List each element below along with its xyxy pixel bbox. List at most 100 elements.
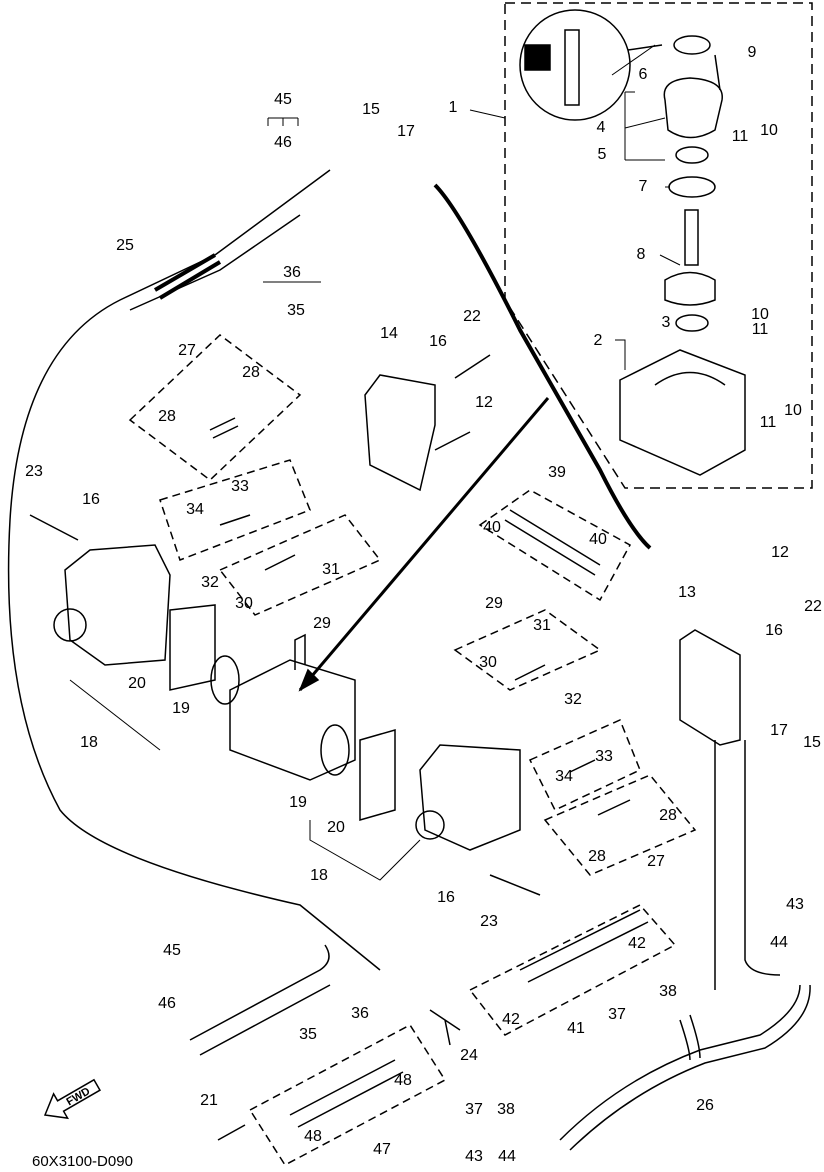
leader-lines xyxy=(69,44,681,881)
bolt-23-bottom xyxy=(489,874,541,896)
callout-12: 12 xyxy=(475,394,493,411)
callout-36: 36 xyxy=(283,264,301,281)
callout-18: 18 xyxy=(310,867,328,884)
valve-stem-center xyxy=(294,633,306,670)
callout-46: 46 xyxy=(274,134,292,151)
callout-28: 28 xyxy=(242,364,260,381)
callout-23: 23 xyxy=(480,913,498,930)
callout-3: 3 xyxy=(662,314,671,331)
fwd-arrow-icon: FWD xyxy=(43,1078,101,1120)
callout-29: 29 xyxy=(313,615,331,632)
fitting-31-bottom xyxy=(514,664,546,681)
tube-13-down xyxy=(714,740,781,990)
inset-dashed-box xyxy=(504,2,813,489)
callout-16: 16 xyxy=(82,491,100,508)
callout-12: 12 xyxy=(771,544,789,561)
hose-45-bottom xyxy=(189,944,331,1056)
callout-35: 35 xyxy=(299,1026,317,1043)
gasket-20-center xyxy=(359,729,396,821)
bracket-14 xyxy=(364,374,436,492)
callout-46: 46 xyxy=(158,995,176,1012)
callout-26: 26 xyxy=(696,1097,714,1114)
callout-28: 28 xyxy=(659,807,677,824)
callout-35: 35 xyxy=(287,302,305,319)
callout-36: 36 xyxy=(351,1005,369,1022)
callout-2: 2 xyxy=(594,332,603,349)
callout-45: 45 xyxy=(274,91,292,108)
callout-11: 11 xyxy=(760,414,777,431)
callout-33: 33 xyxy=(595,748,613,765)
callout-16: 16 xyxy=(765,622,783,639)
body-left xyxy=(64,544,171,666)
callout-10: 10 xyxy=(760,122,778,139)
bolt-23-top xyxy=(29,514,79,541)
callout-37: 37 xyxy=(465,1101,483,1118)
callout-9: 9 xyxy=(748,44,757,61)
callout-6: 6 xyxy=(639,66,648,83)
callout-31: 31 xyxy=(322,561,340,578)
hose-26 xyxy=(559,984,811,1151)
callout-19: 19 xyxy=(172,700,190,717)
group-32-bottom xyxy=(528,718,641,811)
callout-10: 10 xyxy=(751,306,769,323)
callout-17: 17 xyxy=(397,123,415,140)
callout-43: 43 xyxy=(465,1148,483,1165)
callout-8: 8 xyxy=(637,246,646,263)
callout-19: 19 xyxy=(289,794,307,811)
hose-25 xyxy=(7,169,381,971)
hose-41 xyxy=(519,909,649,983)
callout-14: 14 xyxy=(380,325,398,342)
callout-1: 1 xyxy=(449,99,458,116)
callout-42: 42 xyxy=(628,935,646,952)
bracket-13 xyxy=(679,629,741,746)
fitting-33-bottom xyxy=(569,759,596,773)
spring-guard xyxy=(153,253,222,300)
body-center xyxy=(419,744,521,851)
housing-4 xyxy=(663,77,723,139)
group-29-bottom xyxy=(453,609,602,691)
callout-15: 15 xyxy=(803,734,821,751)
group-39 xyxy=(478,489,632,602)
fitting-31-top xyxy=(264,554,296,571)
seal-detail-icon xyxy=(524,44,551,71)
cylinder-2 xyxy=(619,349,746,476)
port-center xyxy=(415,810,445,840)
nipple-21 xyxy=(217,1124,246,1141)
callout-27: 27 xyxy=(647,853,665,870)
callout-11: 11 xyxy=(732,128,749,145)
oring-19-left xyxy=(210,655,240,705)
callout-11: 11 xyxy=(752,321,769,338)
callout-39: 39 xyxy=(548,464,566,481)
hose-37 xyxy=(679,1014,701,1061)
group-47 xyxy=(248,1024,447,1166)
arrow-line xyxy=(298,397,550,691)
fitting-33-top xyxy=(219,514,251,526)
bolt-22 xyxy=(454,354,491,379)
callout-7: 7 xyxy=(639,178,648,195)
callout-28: 28 xyxy=(588,848,606,865)
shaft-8 xyxy=(664,209,716,306)
callout-17: 17 xyxy=(770,722,788,739)
callout-5: 5 xyxy=(598,146,607,163)
oring-19-center xyxy=(320,724,350,776)
callout-18: 18 xyxy=(80,734,98,751)
bolt-12 xyxy=(434,431,471,451)
bearing-3 xyxy=(675,314,709,332)
callout-48: 48 xyxy=(304,1128,322,1145)
diagram-code: 60X3100-D090 xyxy=(32,1153,133,1170)
detail-leader xyxy=(627,44,663,51)
callout-48: 48 xyxy=(394,1072,412,1089)
hose-25-inner xyxy=(129,214,301,311)
fwd-label: FWD xyxy=(65,1085,93,1108)
callout-34: 34 xyxy=(555,768,573,785)
fitting-28-bottom xyxy=(597,799,631,816)
callout-13: 13 xyxy=(678,584,696,601)
callout-41: 41 xyxy=(567,1020,585,1037)
callout-22: 22 xyxy=(463,308,481,325)
callout-21: 21 xyxy=(200,1092,218,1109)
callout-20: 20 xyxy=(128,675,146,692)
callout-25: 25 xyxy=(116,237,134,254)
hose-39 xyxy=(504,509,601,576)
callout-32: 32 xyxy=(201,574,219,591)
